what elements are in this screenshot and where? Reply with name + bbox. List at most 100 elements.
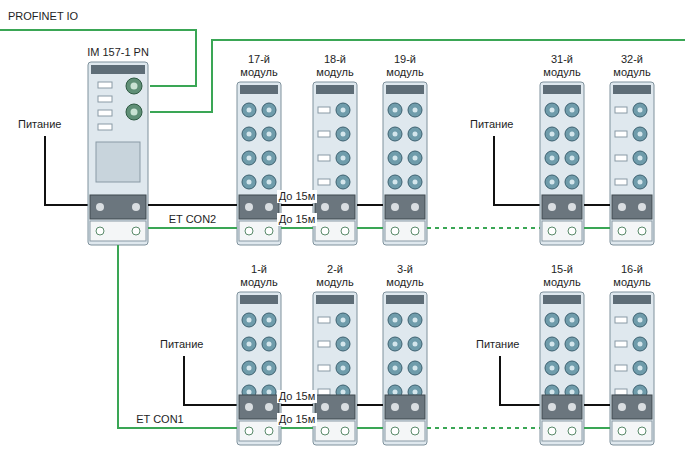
io-module: 32-й модуль (610, 53, 654, 245)
terminal-screw (411, 403, 419, 411)
socket-center (638, 366, 643, 371)
m12-socket (336, 313, 350, 327)
m12-socket (633, 103, 647, 117)
socket-center (267, 390, 272, 395)
bus-socket (568, 227, 576, 235)
terminal-screw (638, 403, 646, 411)
m12-socket (408, 361, 422, 375)
power-cable (357, 204, 383, 206)
m12-socket (262, 361, 276, 375)
socket-center (570, 318, 575, 323)
bus-socket (245, 227, 253, 235)
port-center (131, 109, 138, 116)
bus-cable (427, 427, 540, 429)
socket-center (341, 366, 346, 371)
module-cap (543, 85, 581, 94)
socket-center (267, 366, 272, 371)
terminal-screw (265, 203, 273, 211)
socket-center (393, 366, 398, 371)
label-plate (615, 179, 627, 185)
power-cable (584, 204, 610, 206)
cable-label: До 15м (277, 190, 318, 203)
socket-center (247, 156, 252, 161)
status-led (98, 82, 112, 88)
io-module: 1-й модуль (237, 263, 281, 445)
socket-center (341, 156, 346, 161)
module-name: 16-й модуль (606, 263, 658, 289)
socket-center (638, 156, 643, 161)
m12-socket (565, 103, 579, 117)
module-body (610, 82, 654, 245)
label-plate (318, 131, 330, 137)
m12-socket (262, 175, 276, 189)
socket-center (247, 342, 252, 347)
label-plate (318, 155, 330, 161)
m12-socket (262, 127, 276, 141)
socket-center (393, 390, 398, 395)
profinet-port (126, 78, 142, 94)
socket-center (341, 108, 346, 113)
m12-socket (408, 127, 422, 141)
socket-center (638, 390, 643, 395)
bus-terminal (239, 221, 279, 241)
m12-socket (336, 151, 350, 165)
m12-socket (262, 337, 276, 351)
module-cap (240, 85, 278, 94)
m12-socket (408, 175, 422, 189)
power-wire (494, 136, 540, 205)
socket-center (550, 390, 555, 395)
terminal-screw (638, 203, 646, 211)
socket-center (341, 132, 346, 137)
socket-center (638, 318, 643, 323)
module-body (383, 292, 427, 445)
power-terminal (612, 395, 652, 419)
socket-center (550, 180, 555, 185)
power-label: Питание (476, 338, 519, 351)
bus-cable (281, 427, 313, 429)
m12-socket (242, 151, 256, 165)
power-wire (500, 356, 540, 405)
power-terminal (90, 195, 146, 219)
bus-socket (548, 427, 556, 435)
bus-terminal (385, 421, 425, 441)
io-module-picture (313, 292, 357, 445)
network-label: PROFINET IO (8, 10, 78, 23)
status-led (98, 110, 112, 116)
io-module: 31-й модуль (540, 53, 584, 245)
bus-cable (584, 227, 610, 229)
socket-center (550, 318, 555, 323)
m12-socket (408, 103, 422, 117)
socket-center (247, 132, 252, 137)
bus-terminal (90, 221, 146, 241)
socket-center (570, 390, 575, 395)
module-name: 31-й модуль (536, 53, 588, 79)
power-label: Питание (18, 118, 61, 131)
power-terminal (315, 395, 355, 419)
module-cap (386, 85, 424, 94)
cable-label: До 15м (277, 390, 318, 403)
m12-socket (545, 103, 559, 117)
bus-socket (265, 227, 273, 235)
socket-center (550, 108, 555, 113)
terminal-screw (391, 203, 399, 211)
cable-label: ET CON1 (134, 413, 185, 426)
socket-center (570, 342, 575, 347)
module-cap (613, 295, 651, 304)
m12-socket (545, 175, 559, 189)
bus-cable (281, 227, 313, 229)
io-module: 15-й модуль (540, 263, 584, 445)
bus-socket (638, 227, 646, 235)
socket-center (570, 108, 575, 113)
bus-cable (584, 427, 610, 429)
terminal-screw (245, 203, 253, 211)
status-led (98, 124, 112, 130)
terminal-screw (618, 403, 626, 411)
power-cable (281, 204, 313, 206)
power-cable (148, 204, 237, 206)
socket-center (247, 390, 252, 395)
bus-socket (548, 227, 556, 235)
bus-socket (638, 427, 646, 435)
cable-label: До 15м (277, 213, 318, 226)
label-plate (318, 317, 330, 323)
m12-socket (242, 361, 256, 375)
